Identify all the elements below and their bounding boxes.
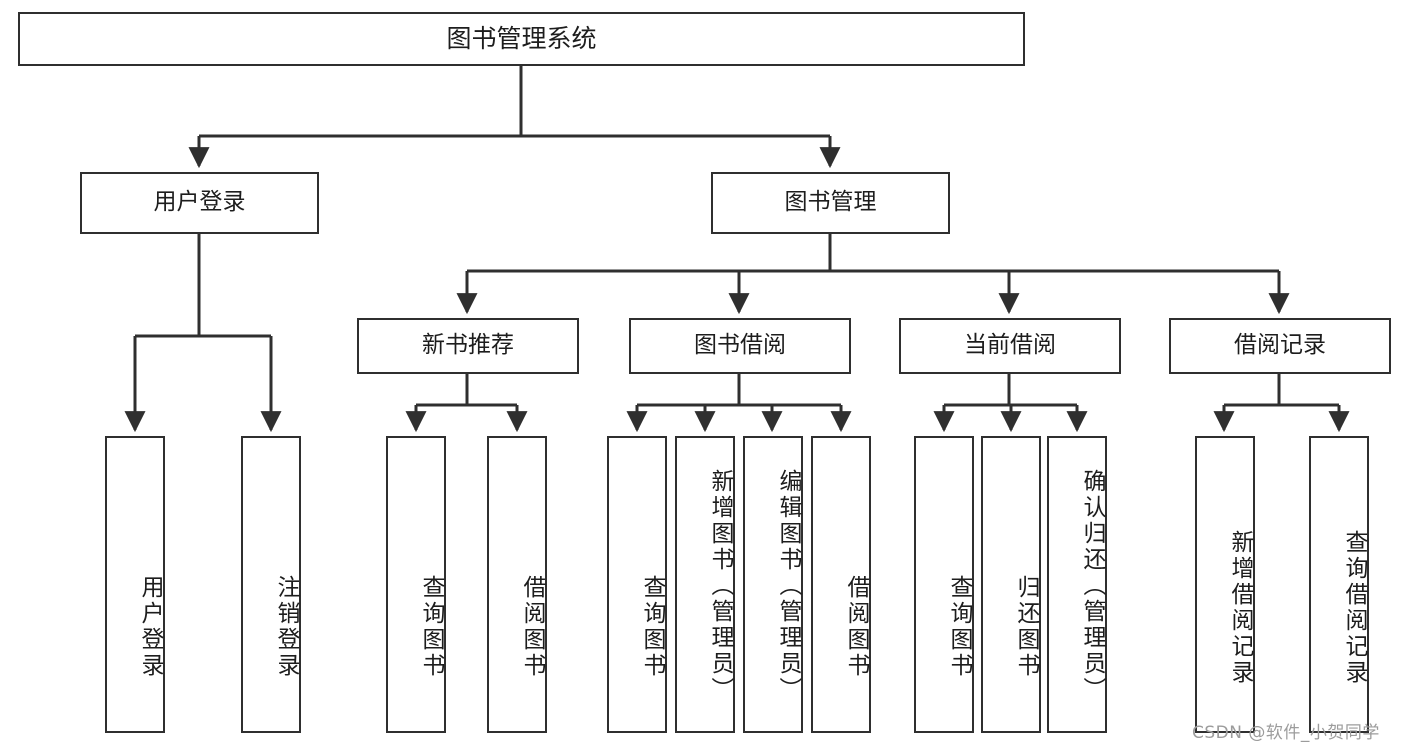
node-label: 查询图书	[418, 574, 444, 679]
node-borrow-records[interactable]: 借阅记录	[1169, 318, 1391, 374]
node-label: 注销登录	[273, 574, 299, 679]
node-user-login[interactable]: 用户登录	[80, 172, 319, 234]
node-new-book-recommend[interactable]: 新书推荐	[357, 318, 579, 374]
leaf-records-query-record[interactable]: 查询借阅记录	[1309, 436, 1369, 733]
node-label: 归还图书	[1013, 574, 1039, 679]
node-book-management[interactable]: 图书管理	[711, 172, 950, 234]
node-label: 编辑图书（管理员）	[775, 468, 801, 703]
leaf-new-book-query[interactable]: 查询图书	[386, 436, 446, 733]
leaf-new-book-borrow[interactable]: 借阅图书	[487, 436, 547, 733]
leaf-user-login-login[interactable]: 用户登录	[105, 436, 165, 733]
node-label: 查询图书	[946, 574, 972, 679]
node-label: 用户登录	[153, 189, 246, 216]
node-label: 图书管理	[784, 189, 877, 216]
node-label: 用户登录	[137, 574, 163, 679]
node-label: 查询借阅记录	[1341, 529, 1367, 686]
node-label: 图书借阅	[694, 332, 786, 359]
node-book-borrow[interactable]: 图书借阅	[629, 318, 851, 374]
leaf-current-query-book[interactable]: 查询图书	[914, 436, 974, 733]
leaf-borrow-add-book-admin[interactable]: 新增图书（管理员）	[675, 436, 735, 733]
node-root-book-management-system[interactable]: 图书管理系统	[18, 12, 1025, 66]
node-label: 借阅记录	[1234, 332, 1326, 359]
leaf-borrow-borrow-book[interactable]: 借阅图书	[811, 436, 871, 733]
node-label: 借阅图书	[519, 574, 545, 679]
leaf-records-add-record[interactable]: 新增借阅记录	[1195, 436, 1255, 733]
node-label: 当前借阅	[964, 332, 1056, 359]
watermark-text: CSDN @软件_小贺同学	[1192, 723, 1380, 743]
node-label: 图书管理系统	[446, 24, 597, 54]
leaf-borrow-query-book[interactable]: 查询图书	[607, 436, 667, 733]
node-label: 新增借阅记录	[1227, 529, 1253, 686]
leaf-user-login-logout[interactable]: 注销登录	[241, 436, 301, 733]
node-label: 新增图书（管理员）	[707, 468, 733, 703]
leaf-current-return-book[interactable]: 归还图书	[981, 436, 1041, 733]
node-label: 查询图书	[639, 574, 665, 679]
node-label: 借阅图书	[843, 574, 869, 679]
node-current-borrow[interactable]: 当前借阅	[899, 318, 1121, 374]
leaf-borrow-edit-book-admin[interactable]: 编辑图书（管理员）	[743, 436, 803, 733]
leaf-current-confirm-return-admin[interactable]: 确认归还（管理员）	[1047, 436, 1107, 733]
node-label: 确认归还（管理员）	[1079, 468, 1105, 703]
node-label: 新书推荐	[422, 332, 514, 359]
